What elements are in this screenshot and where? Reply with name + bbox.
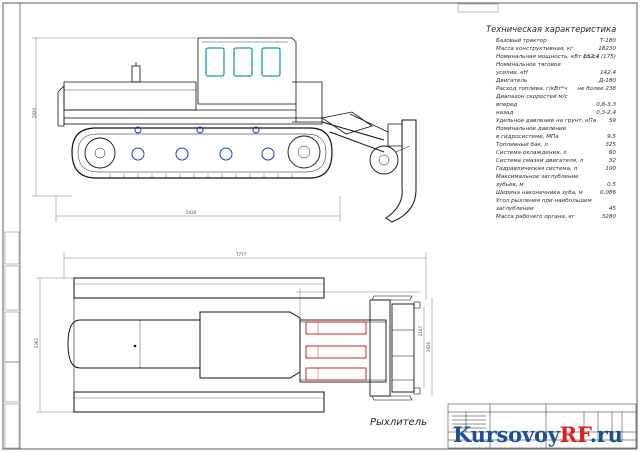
spec-row-label: в гидросистеме, МПа — [496, 134, 559, 140]
spec-row-label: вперед — [496, 102, 518, 108]
watermark-part3: .ru — [589, 422, 623, 447]
spec-row-label: Топливный бак, л — [496, 142, 548, 148]
spec-row-label: Гидравлическая система, л — [496, 166, 578, 172]
spec-row-label: назад — [496, 110, 514, 116]
spec-row-label: Диапазон скоростей м/с — [496, 94, 568, 100]
spec-row-label: Базовый трактор — [496, 38, 547, 44]
spec-row-value: 18230 — [598, 46, 616, 52]
spec-row-label: Система смазки двигателя, л — [496, 158, 584, 164]
spec-row-value: 0,086 — [599, 190, 616, 196]
tractor-plan-view — [67, 277, 421, 413]
spec-row-label: Номинальное тяговое — [496, 62, 561, 68]
dim-side-length: 5420 — [186, 210, 197, 215]
spec-row-value: 59 — [608, 118, 616, 124]
cab-window-1 — [205, 47, 225, 77]
dim-ripper-span: 2107 — [418, 326, 423, 337]
spec-row-label: Расход топлива, г/кВт*ч — [496, 86, 568, 92]
spec-row-label: Двигатель — [496, 78, 528, 84]
title-block — [447, 403, 637, 449]
dim-ripper-width: 1826 — [426, 342, 431, 353]
watermark-part2: RF — [559, 422, 590, 447]
dim-plan-length: 7777 — [236, 252, 247, 257]
plan-dimension-lines — [36, 252, 433, 413]
watermark-part1: Kursovoy — [453, 422, 560, 447]
spec-row-value: 3280 — [601, 214, 616, 220]
spec-row-label: Максимальное заглубление — [496, 174, 579, 180]
spec-row-value: 142,4 — [599, 70, 616, 76]
spec-row-value: 132,4 (175) — [583, 54, 616, 60]
spec-row-label: Номинальное давление — [496, 126, 567, 132]
cab-window-2 — [233, 47, 253, 77]
spec-row-value: Т-180 — [599, 38, 616, 44]
spec-row-value: 0,5 — [607, 182, 616, 188]
dim-plan-width: 2362 — [34, 338, 39, 349]
spec-row-label: Система охлаждения, л — [496, 150, 567, 156]
spec-row-label: Номинальная мощность, кВт (л. с.) — [496, 54, 600, 60]
spec-row-value: 60 — [608, 150, 616, 156]
dim-side-height: 2820 — [32, 108, 37, 119]
spec-row-value: 100 — [605, 166, 616, 172]
corner-stamp — [457, 3, 499, 13]
tractor-side-view — [57, 37, 417, 223]
cab-window-3 — [261, 47, 281, 77]
spec-row-value: 9,5 — [607, 134, 616, 140]
spec-row-label: Масса конструктивная, кг — [496, 46, 574, 52]
spec-row-label: Масса рабочего органа, кг — [496, 214, 575, 220]
spec-row-value: 0,8-3,3 — [596, 102, 616, 108]
spec-row-value: 32 — [608, 158, 616, 164]
spec-row-label: зубьев, м — [496, 182, 524, 188]
spec-row-value: 0,3-2,4 — [596, 110, 616, 116]
side-dimension-lines — [32, 37, 341, 222]
kursovoyrf-watermark[interactable]: KursovoyRF.ru — [453, 422, 623, 447]
spec-row-value: 325 — [605, 142, 616, 148]
spec-row-value: Д-180 — [598, 78, 616, 84]
spec-row-value: 45 — [608, 206, 616, 212]
spec-row-label: Удельное давление на грунт, кПа — [496, 118, 597, 124]
spec-row-label: заглублении — [496, 206, 534, 212]
spec-row-label: Ширина наконечника зуба, м — [496, 190, 583, 196]
title-block-name: Рыхлитель — [370, 417, 427, 428]
left-margin-boxes — [4, 231, 20, 449]
spec-row-value: не более 238 — [577, 86, 616, 92]
spec-row-label: Угол рыхления при наибольшем — [496, 198, 592, 204]
spec-title: Техническая характеристика — [486, 24, 617, 34]
spec-row-label: усилие, кН — [496, 70, 528, 76]
